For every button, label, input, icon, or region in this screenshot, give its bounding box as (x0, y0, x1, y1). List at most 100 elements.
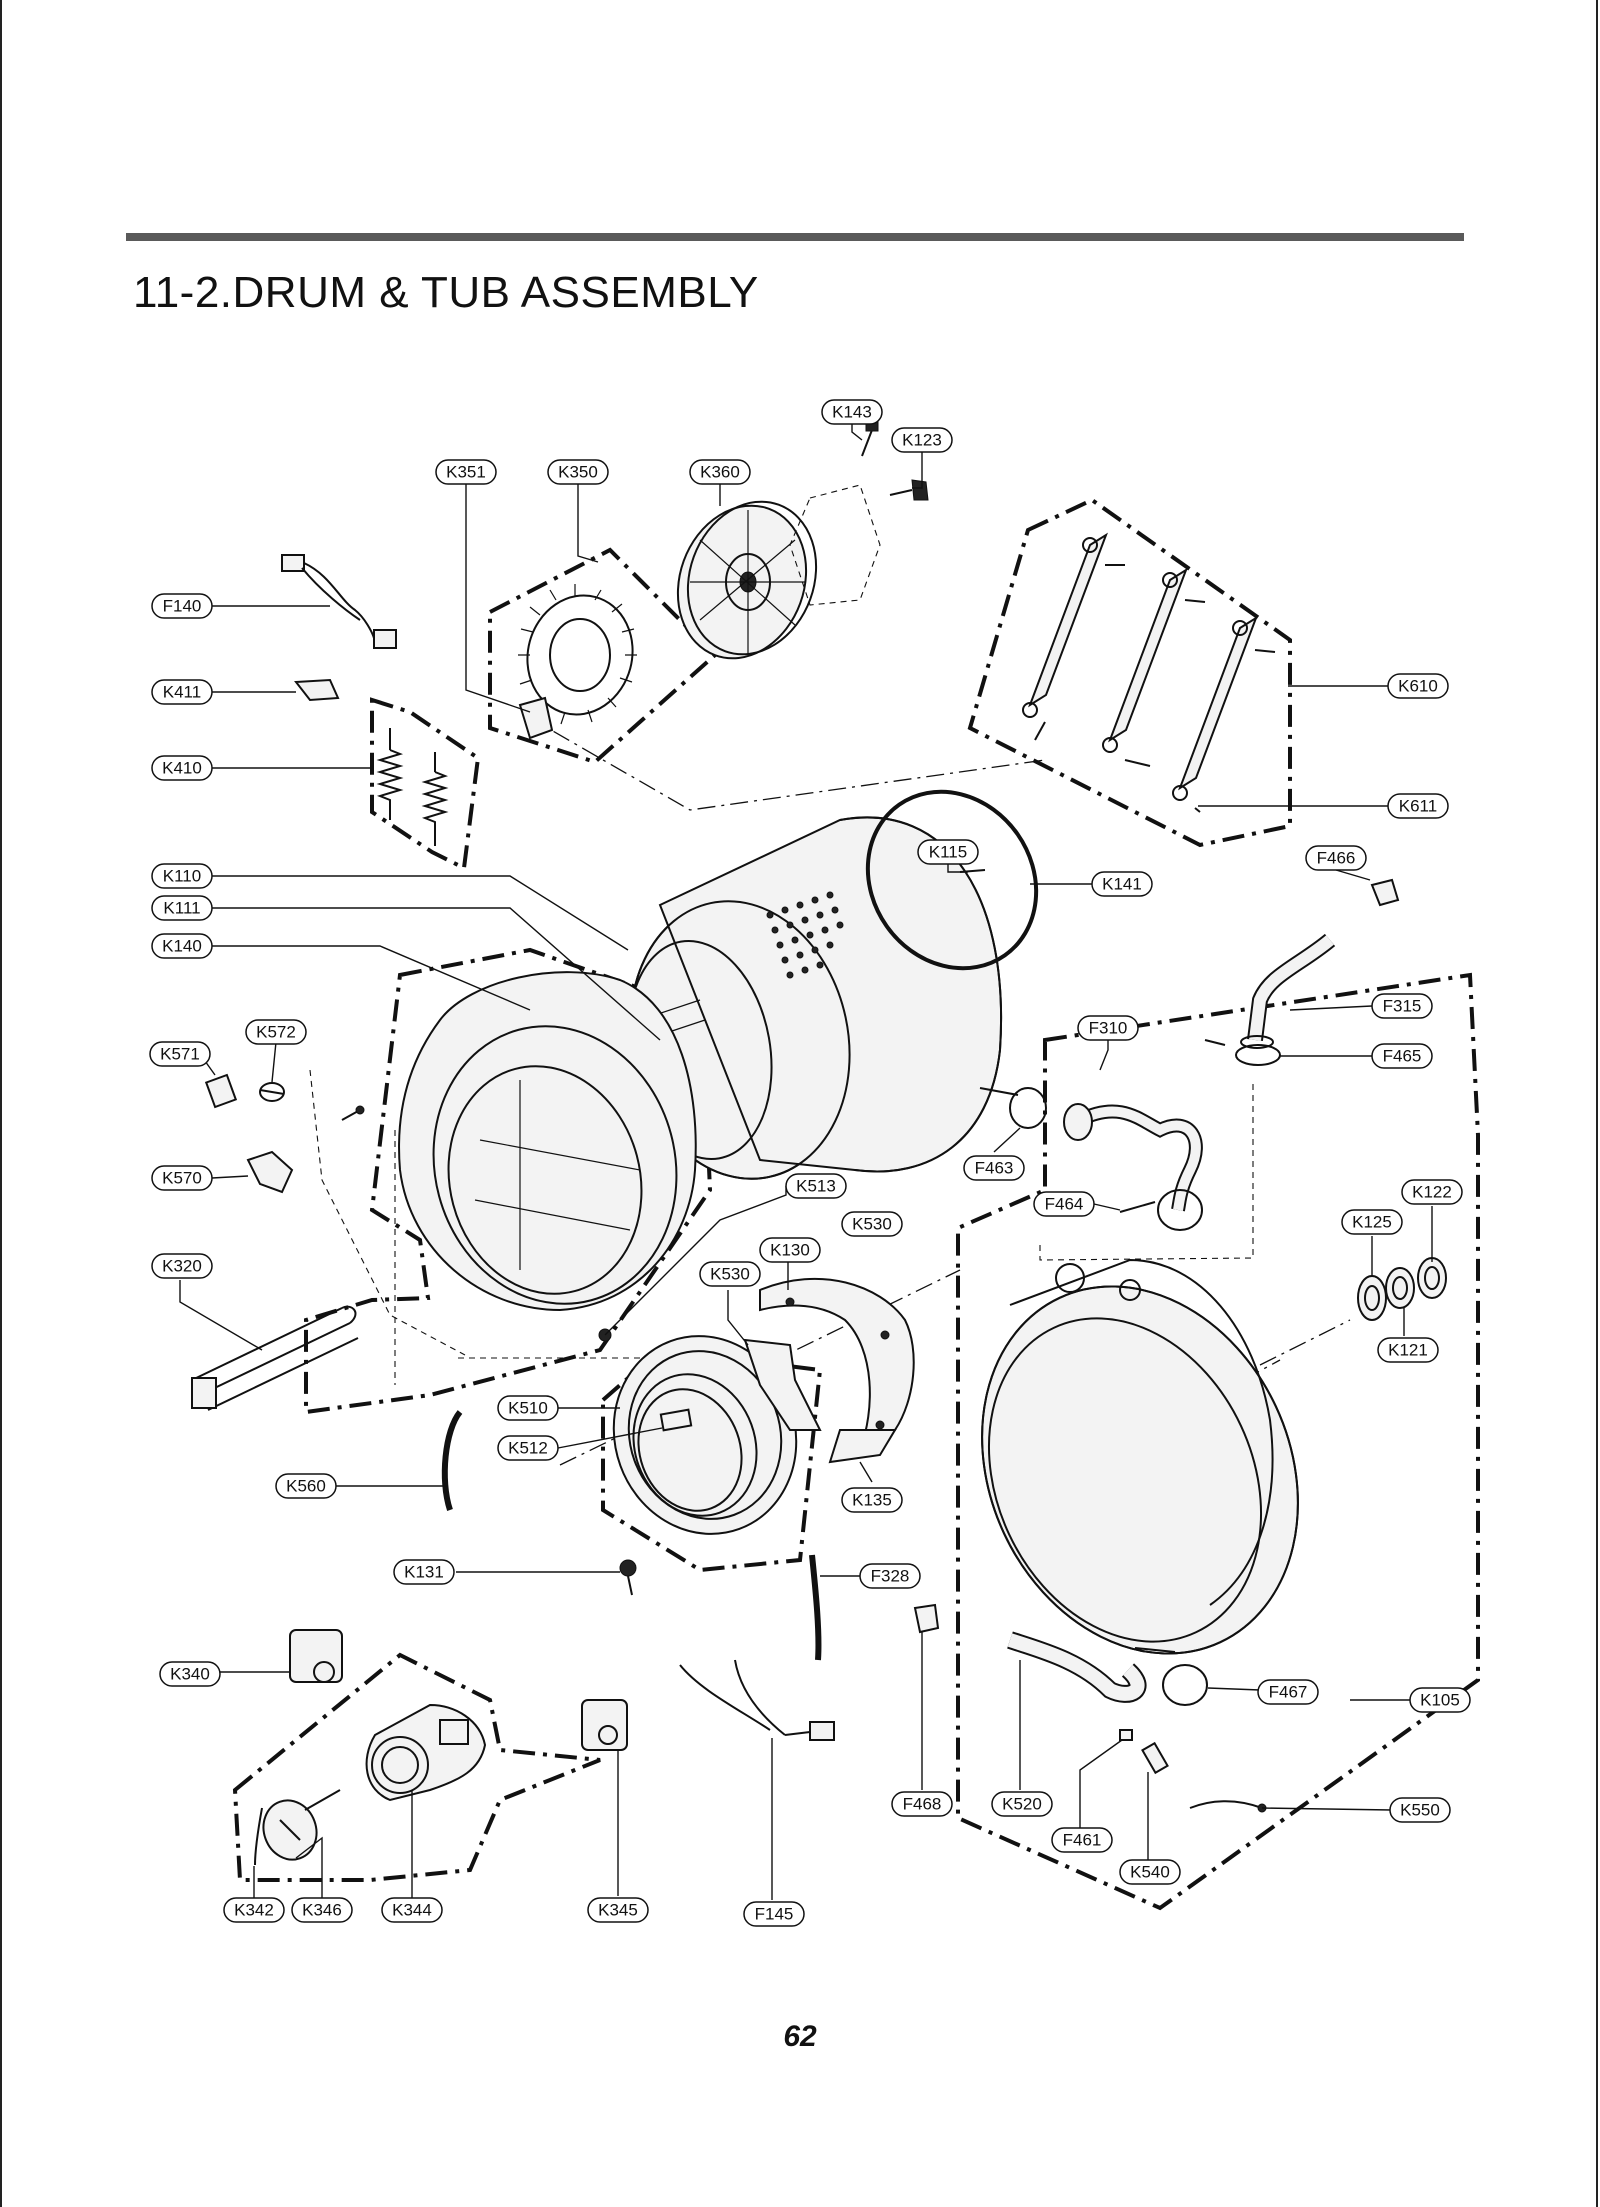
svg-text:K571: K571 (160, 1045, 200, 1064)
svg-text:K360: K360 (700, 463, 740, 482)
svg-text:K125: K125 (1352, 1213, 1392, 1232)
part-label-f315: F315 (1371, 993, 1433, 1019)
leader-k140 (212, 945, 531, 1011)
part-label-k115: K115 (917, 839, 979, 865)
part-label-k540: K540 (1119, 1859, 1181, 1885)
title-rule (126, 233, 1464, 241)
part-label-f140: F140 (151, 593, 213, 619)
svg-text:K572: K572 (256, 1023, 296, 1042)
elbow-k570 (246, 1150, 294, 1194)
leader-k143 (851, 424, 863, 441)
leader-k350 (577, 484, 599, 563)
part-label-k570: K570 (151, 1165, 213, 1191)
part-label-k121: K121 (1377, 1337, 1439, 1363)
leader-f466 (1335, 869, 1371, 881)
part-label-k111: K111 (151, 895, 213, 921)
svg-text:K550: K550 (1400, 1801, 1440, 1820)
leader-f461 (1079, 1739, 1123, 1828)
svg-text:F466: F466 (1317, 849, 1356, 868)
part-label-f468: F468 (891, 1791, 953, 1817)
tub-front-part (398, 971, 697, 1312)
svg-text:K143: K143 (832, 403, 872, 422)
leader-k110 (212, 875, 629, 951)
counterweight-k530 (743, 1338, 822, 1431)
leader-k570 (211, 1175, 249, 1179)
svg-text:K123: K123 (902, 431, 942, 450)
svg-text:F315: F315 (1383, 997, 1422, 1016)
part-label-k550: K550 (1389, 1797, 1451, 1823)
part-label-k512: K512 (497, 1435, 559, 1461)
springs-k410 (376, 728, 449, 846)
svg-text:F464: F464 (1045, 1195, 1084, 1214)
part-label-f463: F463 (963, 1155, 1025, 1181)
part-label-k410: K410 (151, 755, 213, 781)
leader-k530b (727, 1290, 749, 1346)
sensor-k540 (1141, 1741, 1169, 1775)
part-label-k123: K123 (891, 427, 953, 453)
svg-text:F463: F463 (975, 1159, 1014, 1178)
clamp-k572 (259, 1082, 285, 1102)
part-label-k110: K110 (151, 863, 213, 889)
leader-k572 (271, 1041, 277, 1083)
part-label-k510: K510 (497, 1395, 559, 1421)
leader-f463 (993, 1127, 1021, 1153)
part-label-k342: K342 (223, 1897, 285, 1923)
svg-text:K560: K560 (286, 1477, 326, 1496)
svg-text:K140: K140 (162, 937, 202, 956)
clamp-f463 (979, 1087, 1047, 1129)
centerline-motor (524, 714, 1046, 811)
part-label-k130: K130 (759, 1237, 821, 1263)
leader-k351 (465, 484, 531, 713)
part-label-k135: K135 (841, 1487, 903, 1513)
svg-text:K351: K351 (446, 463, 486, 482)
part-label-k611: K611 (1387, 793, 1449, 819)
leader-k123 (912, 452, 923, 489)
svg-text:K570: K570 (162, 1169, 202, 1188)
page-number: 62 (783, 2020, 817, 2053)
clamp-f461 (1119, 1729, 1133, 1741)
part-label-f310: F310 (1077, 1015, 1139, 1041)
tube-k550 (1189, 1800, 1267, 1813)
harness-f145 (679, 1659, 835, 1741)
svg-text:K513: K513 (796, 1177, 836, 1196)
svg-text:F468: F468 (903, 1795, 942, 1814)
part-label-k131: K131 (393, 1559, 455, 1585)
tub-rear-group-outline (956, 972, 1480, 1911)
svg-text:K512: K512 (508, 1439, 548, 1458)
part-label-k520: K520 (991, 1791, 1053, 1817)
svg-text:K105: K105 (1420, 1691, 1460, 1710)
svg-text:F465: F465 (1383, 1047, 1422, 1066)
svg-text:K111: K111 (163, 899, 200, 918)
rear-plate-hidden (789, 484, 881, 606)
leader-k115 (947, 864, 968, 873)
part-label-f328: F328 (859, 1563, 921, 1589)
svg-text:K345: K345 (598, 1901, 638, 1920)
heater-k320 (191, 1305, 359, 1411)
hidden-line-hose (1039, 1080, 1254, 1261)
part-label-k125: K125 (1341, 1209, 1403, 1235)
hose-f328 (809, 1554, 822, 1661)
svg-text:K342: K342 (234, 1901, 274, 1920)
svg-text:K115: K115 (929, 843, 967, 862)
svg-text:K121: K121 (1388, 1341, 1428, 1360)
part-label-f145: F145 (743, 1901, 805, 1927)
damper-group-outline (967, 497, 1292, 848)
page-title: 11-2.DRUM & TUB ASSEMBLY (133, 268, 759, 317)
leader-f310 (1099, 1040, 1109, 1071)
pin-k512 (659, 1408, 693, 1432)
svg-text:K410: K410 (162, 759, 202, 778)
part-label-f466: F466 (1305, 845, 1367, 871)
counterweight-k135 (828, 1429, 897, 1464)
svg-text:K122: K122 (1412, 1183, 1452, 1202)
clamp-f465 (1204, 1039, 1281, 1066)
part-label-k344: K344 (381, 1897, 443, 1923)
nozzle-k571 (204, 1073, 238, 1109)
leader-k513 (604, 1186, 787, 1336)
part-label-k140: K140 (151, 933, 213, 959)
clamp-f464 (1119, 1189, 1203, 1231)
tub-seal-ring (865, 789, 1039, 971)
leader-f315 (1289, 1005, 1373, 1011)
part-label-k610: K610 (1387, 673, 1449, 699)
